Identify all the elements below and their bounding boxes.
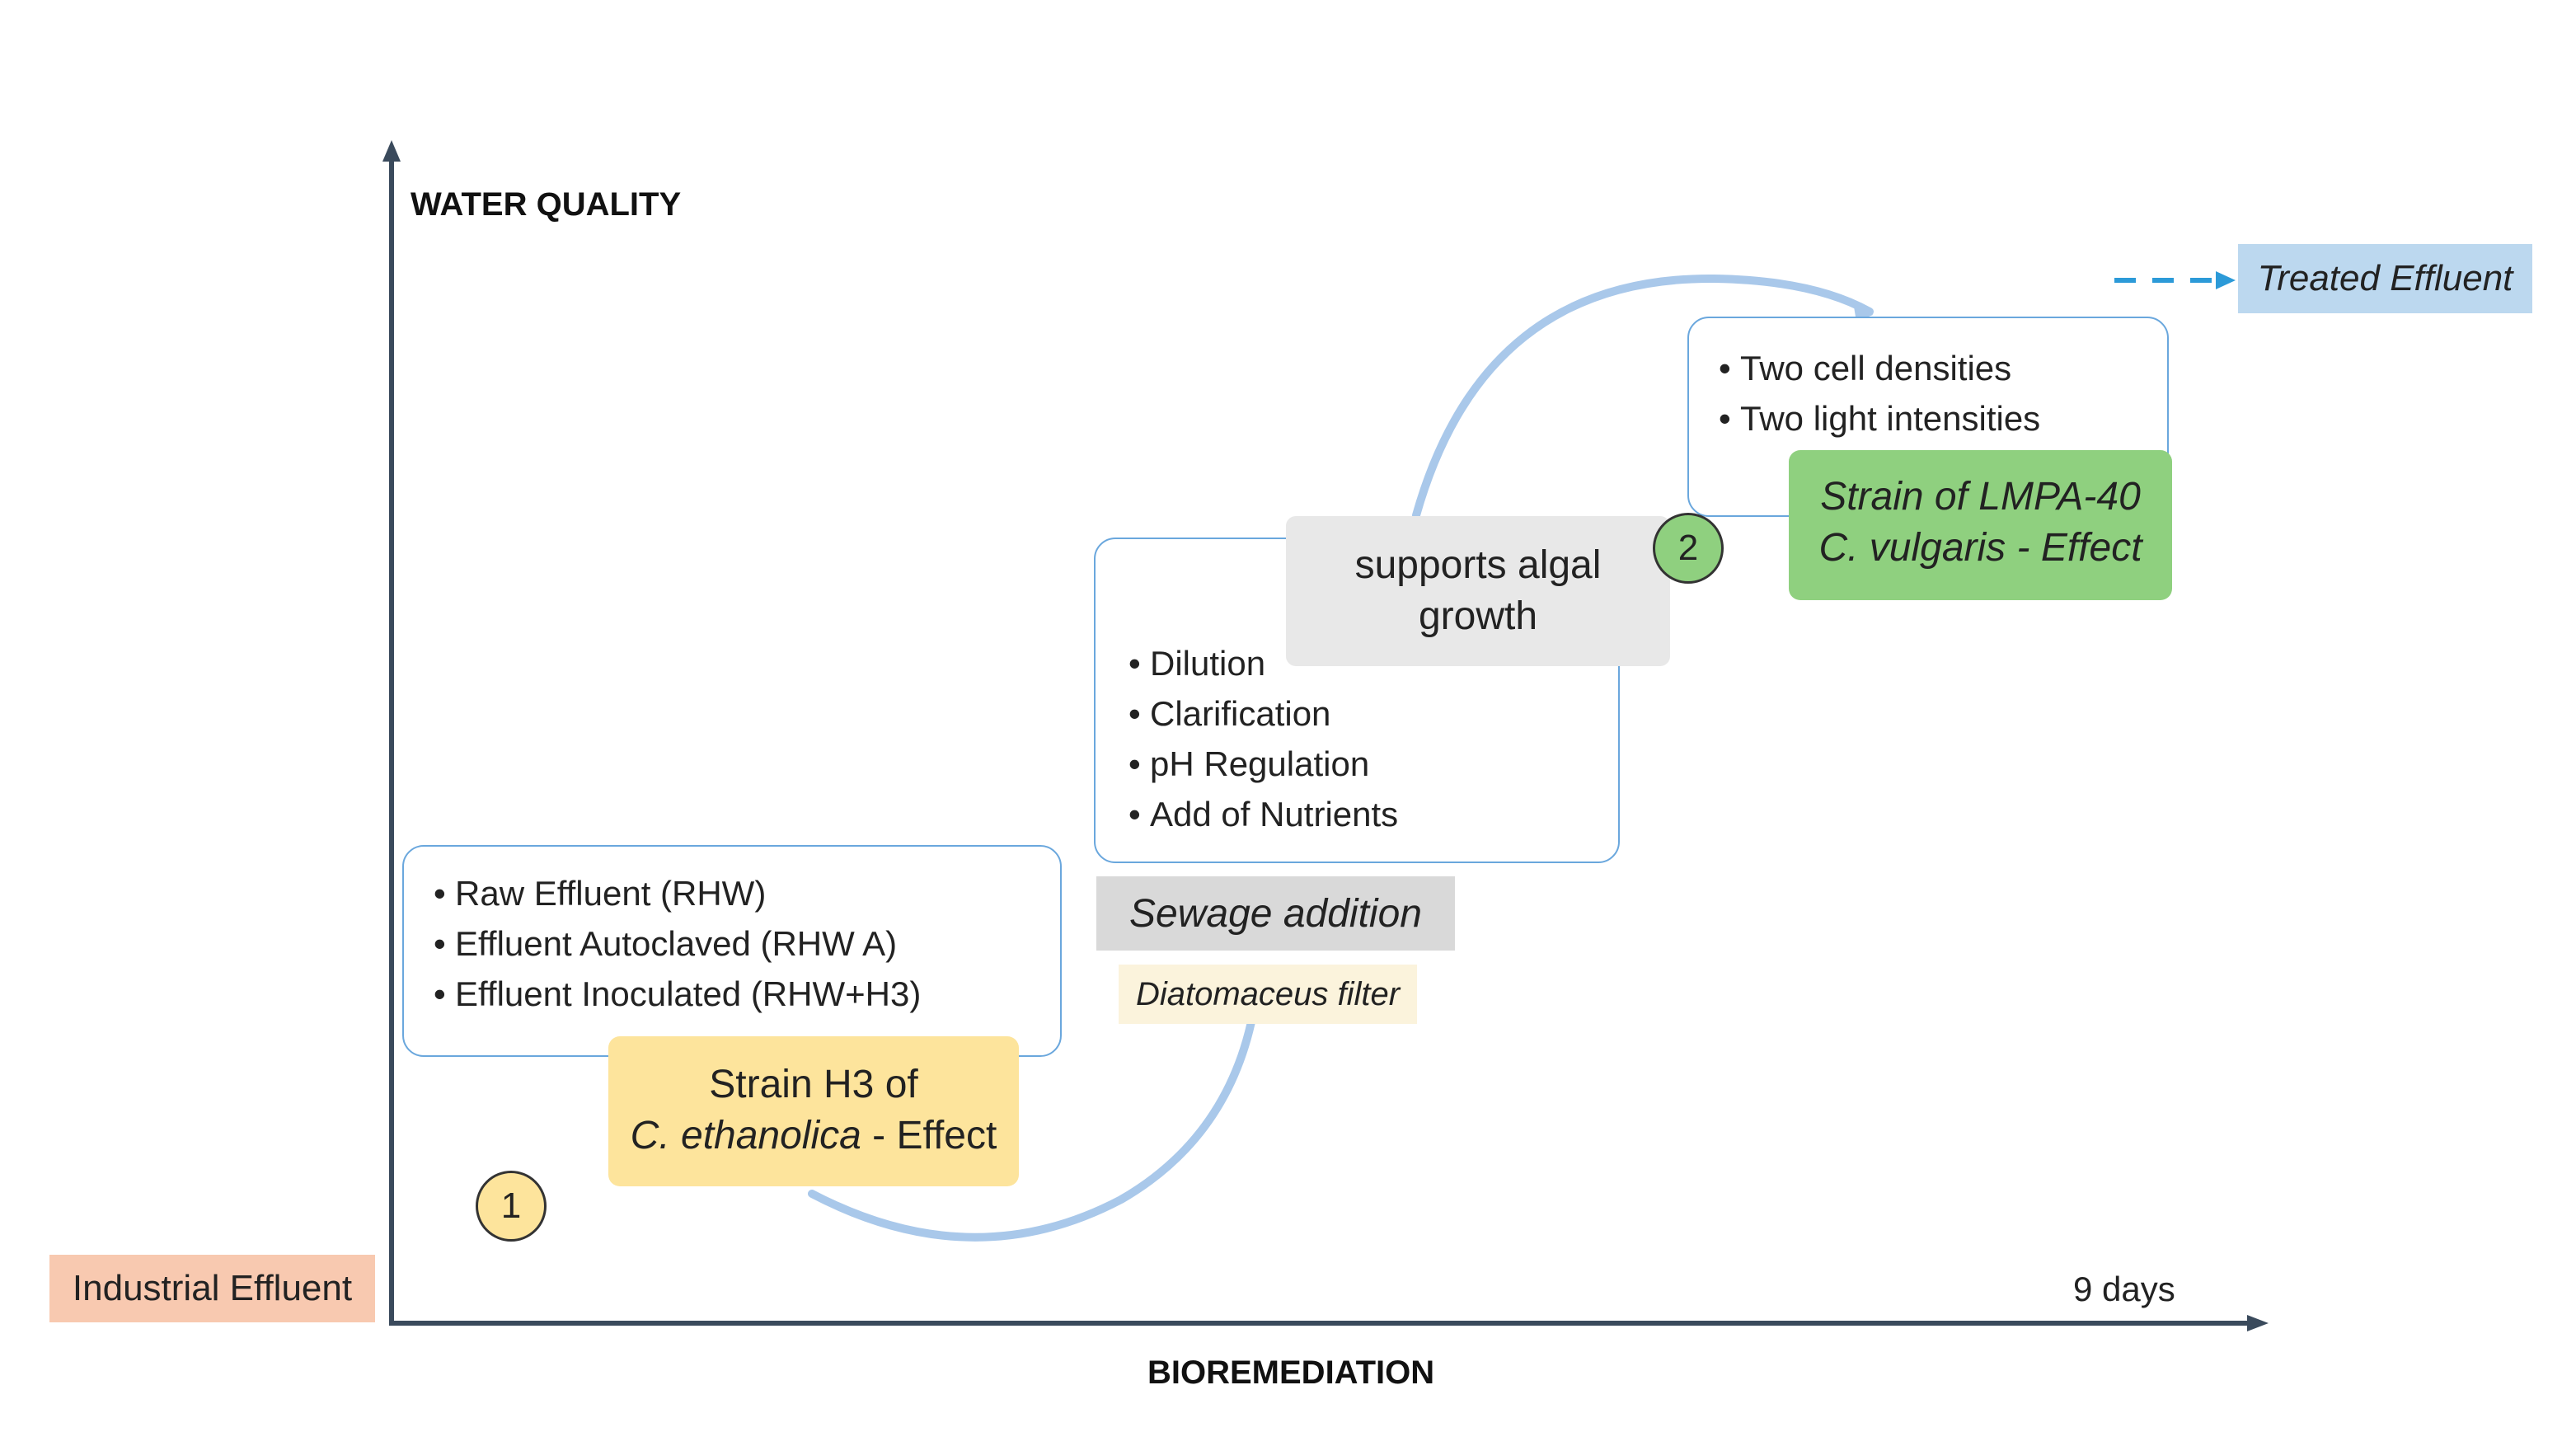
stage2-conditions-box: Two cell densities Two light intensities xyxy=(1687,317,2169,517)
list-item: Two cell densities xyxy=(1719,343,2040,393)
diatomaceus-filter-tag: Diatomaceus filter xyxy=(1119,965,1417,1024)
stage2-conditions-list: Two cell densities Two light intensities xyxy=(1719,343,2040,444)
treated-effluent-tag: Treated Effluent xyxy=(2238,244,2532,313)
stage1-conditions-list: Raw Effluent (RHW) Effluent Autoclaved (… xyxy=(434,868,921,1019)
supports-algal-growth-box: supports algal growth xyxy=(1286,516,1670,666)
sewage-addition-tag: Sewage addition xyxy=(1096,876,1455,951)
stage1-strain-species: C. ethanolica xyxy=(630,1114,861,1157)
x-axis-label: BIOREMEDIATION xyxy=(1147,1355,1435,1391)
stage1-number-badge: 1 xyxy=(476,1171,547,1242)
stage2-strain-box: Strain of LMPA-40 C. vulgaris - Effect xyxy=(1789,450,2172,600)
supports-algal-growth-label: supports algal growth xyxy=(1354,543,1602,638)
list-item: pH Regulation xyxy=(1128,739,1398,789)
industrial-effluent-tag: Industrial Effluent xyxy=(49,1255,375,1322)
y-axis-arrowhead xyxy=(382,140,401,162)
x-axis-arrowhead xyxy=(2247,1315,2269,1331)
list-item: Clarification xyxy=(1128,688,1398,739)
dashed-arrowhead xyxy=(2216,271,2236,289)
stage1-strain-suffix: - Effect xyxy=(861,1114,997,1157)
list-item: Dilution xyxy=(1128,638,1398,688)
list-item: Add of Nutrients xyxy=(1128,789,1398,839)
stage1-strain-line1: Strain H3 of xyxy=(709,1063,918,1106)
stage2-strain-line1: Strain of LMPA-40 xyxy=(1820,475,2141,519)
stage2-strain-line2: C. vulgaris - Effect xyxy=(1818,526,2142,570)
stage1-strain-box: Strain H3 of C. ethanolica - Effect xyxy=(608,1036,1019,1186)
list-item: Raw Effluent (RHW) xyxy=(434,868,921,918)
pretreatment-list: Dilution Clarification pH Regulation Add… xyxy=(1128,638,1398,839)
list-item: Two light intensities xyxy=(1719,393,2040,444)
x-axis-end-label: 9 days xyxy=(2073,1270,2175,1308)
list-item: Effluent Inoculated (RHW+H3) xyxy=(434,969,921,1019)
bioremediation-curve-upper xyxy=(1412,274,1874,519)
stage2-number-badge: 2 xyxy=(1653,513,1724,584)
bioremediation-curve-lower xyxy=(808,1010,1257,1242)
stage1-conditions-box: Raw Effluent (RHW) Effluent Autoclaved (… xyxy=(402,845,1062,1057)
stage1-strain-line2: C. ethanolica - Effect xyxy=(608,1110,1019,1162)
y-axis-label: WATER QUALITY xyxy=(411,186,682,223)
list-item: Effluent Autoclaved (RHW A) xyxy=(434,918,921,969)
